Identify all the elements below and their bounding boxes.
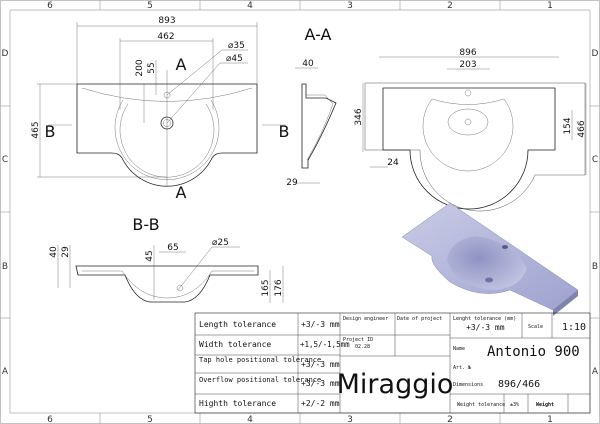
row-label: C [2,155,8,165]
weight-label: Weight [536,402,554,408]
name-label: Name [453,346,465,352]
row-label: B [592,262,598,272]
dim-rim: 40 [302,59,314,69]
product-name: Antonio 900 [487,344,580,360]
dim-165: 165 [261,279,271,296]
length-tol-value: +3/-3 mm [466,323,505,332]
col-label: 4 [247,415,253,424]
col-label: 6 [47,1,53,11]
sink-3d-render [401,202,579,316]
section-a-marker: A [176,183,187,202]
dim-65: 65 [167,243,178,253]
section-bb-title: B-B [132,215,159,234]
section-aa-title: A-A [305,25,332,44]
top-view: 893 462 200 55 ⌀35 ⌀45 465 A A B B [31,16,289,202]
tol-label: Highth tolerance [199,399,276,408]
col-label: 1 [547,415,553,424]
weight-tol-label: Weight tolerance [457,402,505,408]
scale-value: 1:10 [562,322,586,333]
project-id-label: Project ID [343,337,373,343]
weight-tol-value: ±3% [510,402,519,408]
dim-lip: 29 [286,178,298,188]
dimensions-value: 896/466 [498,379,540,390]
dim-drain-dia: ⌀45 [226,54,243,64]
section-b-marker: B [45,122,56,141]
dim-inner-depth: 346 [354,108,364,125]
section-bb: B-B 40 29 45 65 ⌀25 165 176 [49,215,284,303]
tol-value: +3/-3 mm [301,379,340,388]
col-label: 3 [347,1,353,11]
row-label: C [592,155,598,165]
col-label: 6 [47,415,53,424]
col-label: 2 [447,1,453,11]
design-engineer-label: Design engineer [343,316,388,322]
row-label: A [2,367,9,377]
section-aa: A-A 40 29 [286,25,337,188]
dim-total-depth: 466 [577,120,587,137]
section-a-marker: A [176,55,187,74]
col-label: 2 [447,415,453,424]
dim-dia-25: ⌀25 [212,238,229,248]
tol-label: Tap hole positional tolerance [199,356,321,364]
row-label: D [2,49,9,59]
dim-edge: 24 [387,158,399,168]
dim-176: 176 [274,279,284,296]
row-label: D [592,49,599,59]
dim-45: 45 [145,250,155,261]
dim-tap-dia: ⌀35 [228,41,245,51]
tol-label: Length tolerance [199,320,276,329]
tol-value: +3/-3 mm [301,360,340,369]
length-tol-label: Lenght tolerance (mm) [453,316,516,322]
art-label: Art. № [453,365,471,371]
date-of-project-label: Date of project [397,316,442,322]
dim-bowl-width: 462 [157,32,174,42]
dim-width: 893 [158,16,175,26]
brand-logo: Miraggio [337,369,454,400]
col-label: 1 [547,1,553,11]
dim-overall-width: 896 [459,48,476,58]
tol-label: Width tolerance [199,340,271,349]
col-label: 3 [347,415,353,424]
dim-40: 40 [49,246,59,258]
scale-label: Scale [528,324,543,330]
col-label: 5 [147,1,153,11]
dim-tap-offset: 200 [135,59,145,76]
col-label: 4 [247,1,253,11]
row-label: B [2,262,8,272]
section-b-marker: B [279,122,290,141]
dim-tap-edge: 55 [147,62,157,73]
dim-bowl-width: 203 [459,60,476,70]
tol-value: +3/-3 mm [301,320,340,329]
dimensions-label: Dimensions [453,382,483,388]
project-id: 02.28 [355,344,370,350]
side-view: 896 203 346 24 154 466 [354,48,587,212]
tol-value: +1,5/-1,5mm [300,340,350,349]
tol-label: Overflow positional tolerance [199,376,321,384]
title-block: Length tolerance +3/-3 mm Width toleranc… [194,312,591,414]
dim-depth: 465 [31,121,41,138]
dim-29: 29 [61,246,71,258]
col-label: 5 [147,415,153,424]
dim-bowl-depth: 154 [563,117,573,134]
row-label: A [592,367,599,377]
tol-value: +2/-2 mm [301,399,340,408]
